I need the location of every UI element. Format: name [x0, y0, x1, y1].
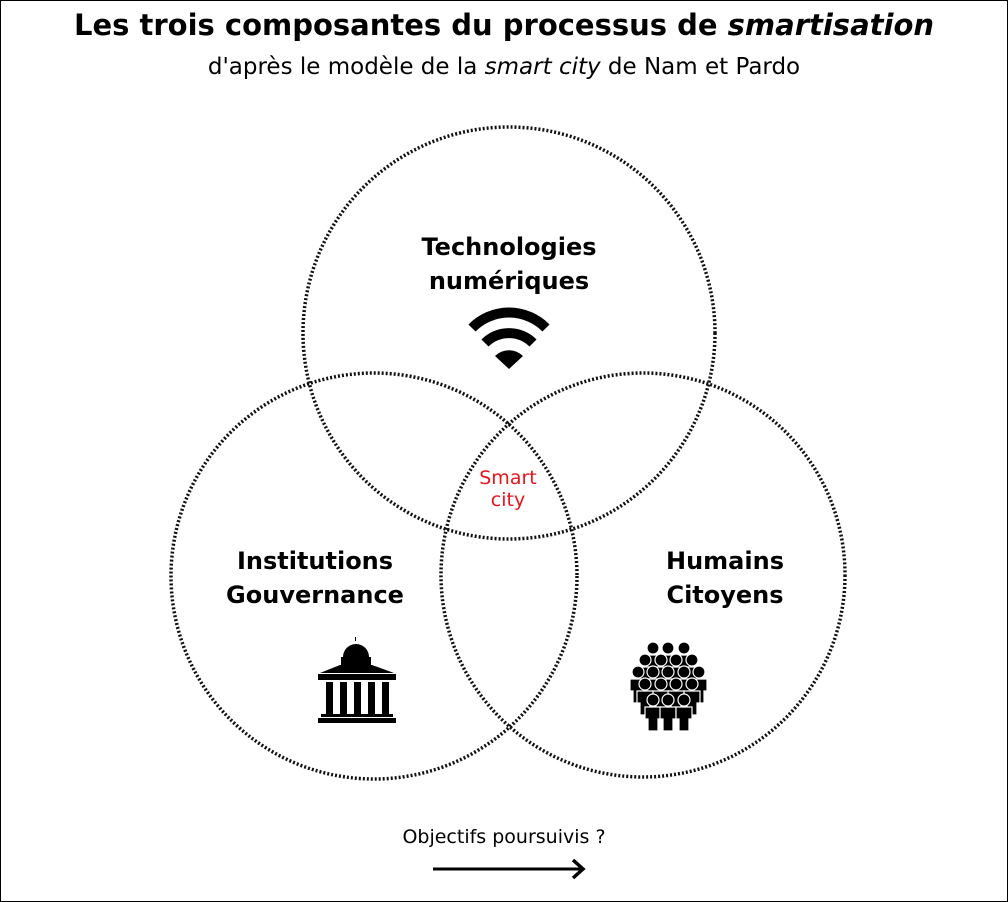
title-text: Les trois composantes du processus de [73, 8, 728, 42]
label-line: Humains [666, 547, 784, 575]
center-line: city [490, 489, 526, 511]
subtitle-after: de Nam et Pardo [600, 54, 801, 80]
label-line: Citoyens [666, 581, 784, 609]
wifi-icon [468, 307, 550, 369]
diagram-subtitle: d'après le modèle de la smart city de Na… [0, 54, 1008, 80]
label-line: Gouvernance [226, 581, 404, 609]
center-line: Smart [479, 467, 537, 489]
circle-institutions [169, 371, 579, 781]
label-line: numériques [428, 267, 590, 295]
label-technologies: Technologies numériques [360, 230, 658, 298]
subtitle-italic: smart city [484, 54, 601, 80]
government-building-icon [318, 637, 396, 723]
subtitle-before: d'après le modèle de la [207, 54, 485, 80]
label-line: Institutions [236, 547, 394, 575]
crowd-icon [629, 641, 708, 732]
arrow-right-icon [433, 858, 586, 880]
label-line: Technologies [421, 233, 597, 261]
objectives-label: Objectifs poursuivis ? [402, 826, 606, 848]
circle-humains [439, 371, 847, 779]
diagram-title: Les trois composantes du processus de sm… [0, 8, 1008, 42]
circle-technologies [301, 125, 717, 541]
title-italic: smartisation [727, 8, 935, 42]
